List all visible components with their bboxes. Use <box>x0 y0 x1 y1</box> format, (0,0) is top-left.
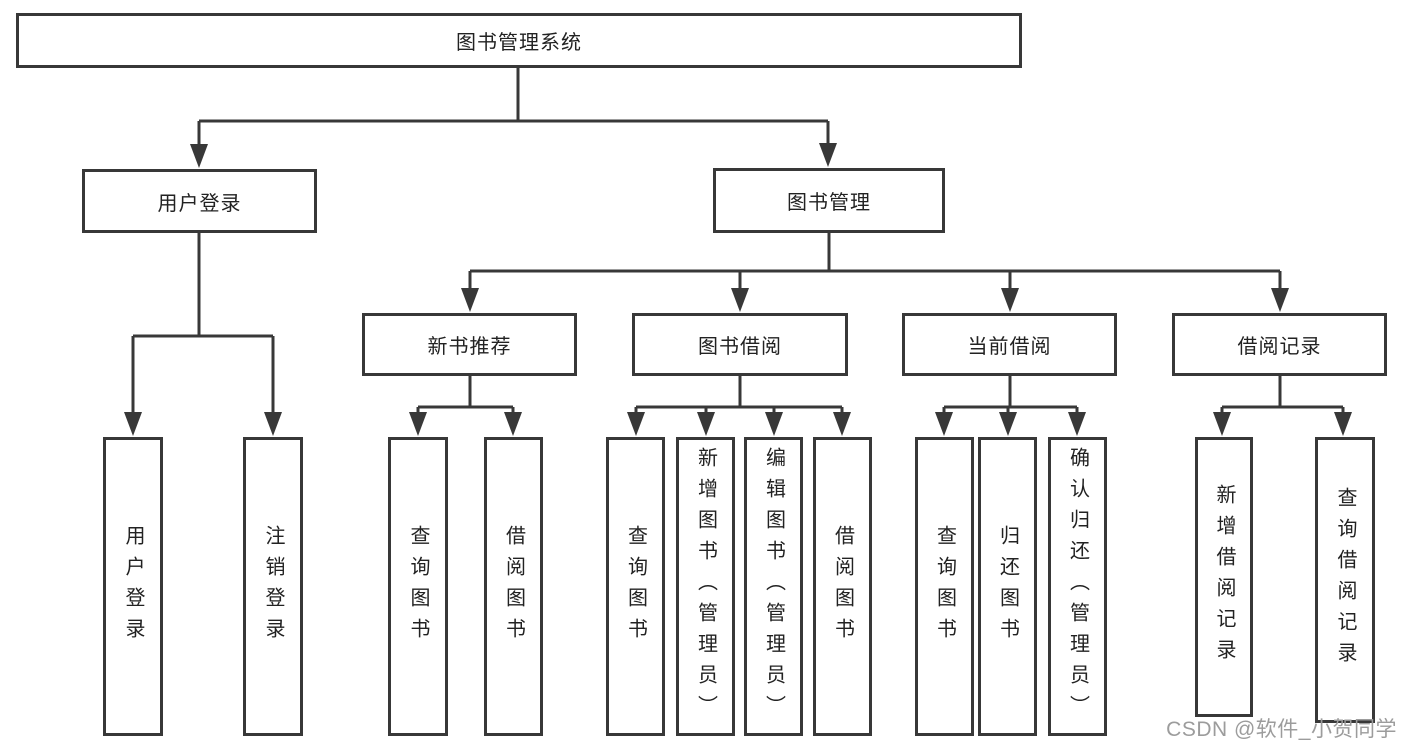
leaf-logout-label: 注销登录 <box>262 524 284 649</box>
leaf-borrow-books-borrowing: 借阅图书 <box>813 437 872 736</box>
leaf-query-books-borrowing: 查询图书 <box>606 437 665 736</box>
leaf-borrow-books-recommend: 借阅图书 <box>484 437 543 736</box>
leaf-add-books-admin: 新增图书（管理员） <box>676 437 735 736</box>
leaf-confirm-return-admin-label: 确认归还（管理员） <box>1066 447 1089 726</box>
node-book-management: 图书管理 <box>713 168 945 233</box>
arrowhead-icons <box>124 143 1352 436</box>
leaf-user-login-label: 用户登录 <box>122 524 144 649</box>
leaf-query-books-recommend: 查询图书 <box>388 437 448 736</box>
node-borrowing-records-label: 借阅记录 <box>1237 336 1322 358</box>
node-new-book-recommendation: 新书推荐 <box>362 313 577 376</box>
leaf-query-books-recommend-label: 查询图书 <box>407 524 429 649</box>
node-user-login-label: 用户登录 <box>157 192 242 215</box>
leaf-edit-books-admin-label: 编辑图书（管理员） <box>762 447 785 726</box>
leaf-borrow-books-recommend-label: 借阅图书 <box>502 524 525 649</box>
node-book-borrowing-label: 图书借阅 <box>698 336 782 358</box>
node-root: 图书管理系统 <box>16 13 1022 68</box>
leaf-return-books: 归还图书 <box>978 437 1037 736</box>
leaf-borrow-books-borrowing-label: 借阅图书 <box>831 524 854 649</box>
node-borrowing-records: 借阅记录 <box>1172 313 1387 376</box>
node-new-book-recommendation-label: 新书推荐 <box>427 336 512 358</box>
leaf-add-borrow-record-label: 新增借阅记录 <box>1213 484 1235 670</box>
node-current-borrowing: 当前借阅 <box>902 313 1117 376</box>
leaf-query-books-borrowing-label: 查询图书 <box>624 524 647 649</box>
node-current-borrowing-label: 当前借阅 <box>967 336 1052 358</box>
leaf-return-books-label: 归还图书 <box>996 524 1019 649</box>
leaf-confirm-return-admin: 确认归还（管理员） <box>1048 437 1107 736</box>
leaf-query-books-current: 查询图书 <box>915 437 974 736</box>
leaf-edit-books-admin: 编辑图书（管理员） <box>744 437 803 736</box>
leaf-query-borrow-record: 查询借阅记录 <box>1315 437 1375 723</box>
leaf-add-borrow-record: 新增借阅记录 <box>1195 437 1253 717</box>
node-book-borrowing: 图书借阅 <box>632 313 848 376</box>
node-user-login: 用户登录 <box>82 169 317 233</box>
leaf-query-borrow-record-label: 查询借阅记录 <box>1334 487 1356 673</box>
leaf-add-books-admin-label: 新增图书（管理员） <box>694 447 717 726</box>
leaf-query-books-current-label: 查询图书 <box>933 524 956 649</box>
leaf-user-login: 用户登录 <box>103 437 163 736</box>
leaf-logout: 注销登录 <box>243 437 303 736</box>
node-book-management-label: 图书管理 <box>787 192 871 214</box>
node-root-label: 图书管理系统 <box>456 32 582 54</box>
watermark: CSDN @软件_小贺同学 <box>1166 718 1397 741</box>
